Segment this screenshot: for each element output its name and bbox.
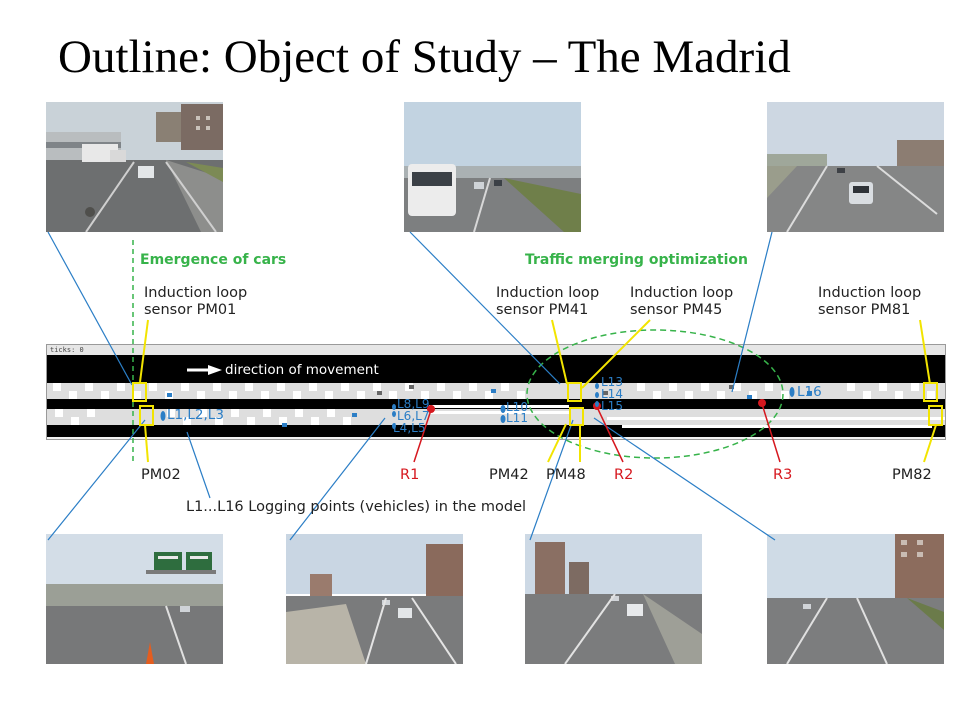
sensor-pm02-label: PM02 bbox=[141, 467, 181, 483]
road-photo-bottom-2 bbox=[286, 534, 463, 664]
sensor-pm01-label: Induction loop sensor PM01 bbox=[144, 285, 248, 318]
emergence-of-cars-label: Emergence of cars bbox=[140, 252, 287, 268]
logging-l8-l9-label: L8,L9 bbox=[397, 397, 430, 411]
ramp-r3-label: R3 bbox=[773, 467, 793, 483]
ramp-r1-label: R1 bbox=[400, 467, 420, 483]
logging-l6-l7-label: L6,L7 bbox=[397, 409, 430, 423]
road-photo-top-middle bbox=[404, 102, 581, 232]
logging-l14-label: L14 bbox=[601, 387, 623, 401]
ramp-r2-label: R2 bbox=[614, 467, 634, 483]
road-photo-bottom-1 bbox=[46, 534, 223, 664]
logging-l4-l5-label: L4,L5 bbox=[393, 421, 426, 435]
sensor-pm81-label: Induction loop sensor PM81 bbox=[818, 285, 922, 318]
logging-l13-label: L13 bbox=[601, 375, 623, 389]
slide-title: Outline: Object of Study – The Madrid bbox=[58, 31, 791, 83]
sensor-pm48-label: PM48 bbox=[546, 467, 586, 483]
sensor-pm41-label: Induction loop sensor PM41 bbox=[496, 285, 600, 318]
simulation-toolbar-text: ticks: 0 bbox=[50, 346, 84, 354]
sensor-pm42-label: PM42 bbox=[489, 467, 529, 483]
logging-l16-label: L16 bbox=[797, 384, 822, 400]
road-photo-top-right bbox=[767, 102, 944, 232]
logging-l1-l3-label: L1,L2,L3 bbox=[167, 407, 224, 423]
road-photo-top-left bbox=[46, 102, 223, 232]
logging-l15-label: L15 bbox=[601, 399, 623, 413]
road-photo-bottom-3 bbox=[525, 534, 702, 664]
direction-of-movement-label: direction of movement bbox=[225, 362, 379, 378]
traffic-merging-label: Traffic merging optimization bbox=[525, 252, 749, 268]
logging-points-caption: L1...L16 Logging points (vehicles) in th… bbox=[186, 499, 527, 515]
road-photo-bottom-4 bbox=[767, 534, 944, 664]
sensor-pm45-label: Induction loop sensor PM45 bbox=[630, 285, 734, 318]
logging-l10-label: L10 bbox=[506, 400, 528, 414]
logging-l11-label: L11 bbox=[506, 411, 528, 425]
sensor-pm82-label: PM82 bbox=[892, 467, 932, 483]
